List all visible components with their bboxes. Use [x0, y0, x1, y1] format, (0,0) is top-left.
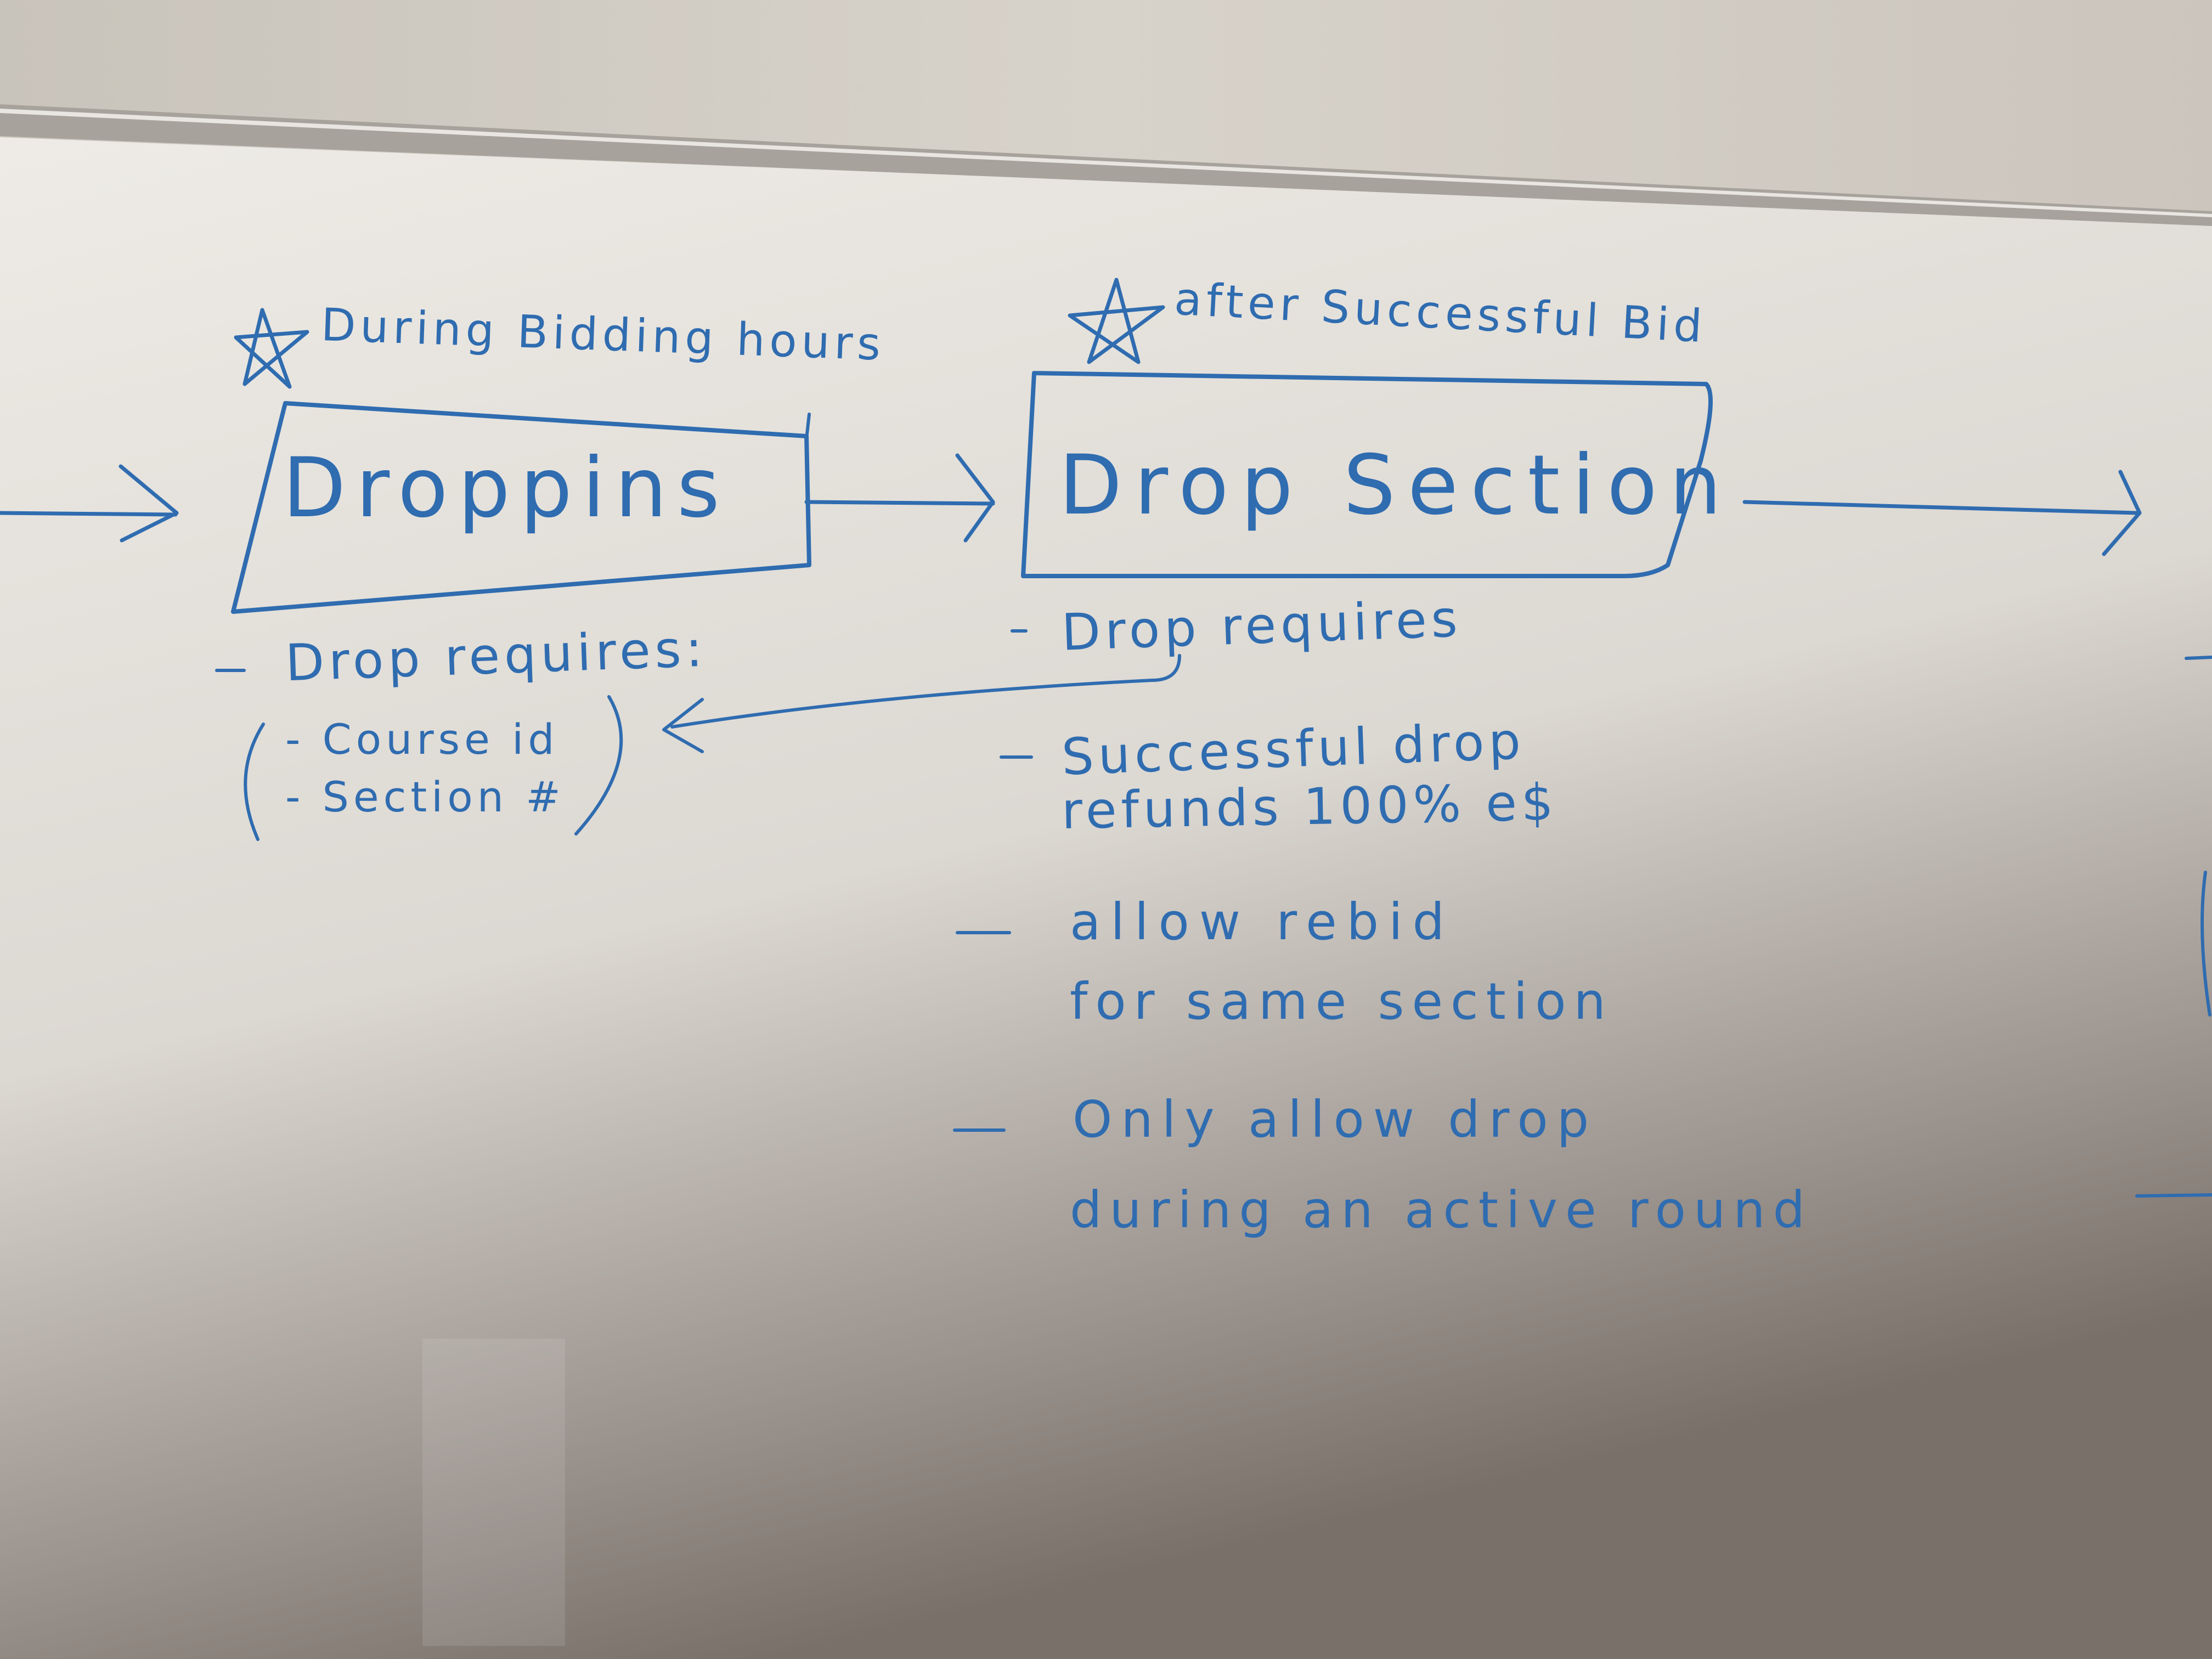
outgoing-arrow: [1742, 470, 2142, 556]
left-node-title: Droppins: [283, 441, 730, 536]
star-icon: [234, 308, 309, 389]
note-rebid-line2: for same section: [1070, 972, 1613, 1031]
requires-brace: [1150, 654, 1181, 682]
arrow-droppins-to-drop-section: [804, 453, 995, 543]
arrow-to-requirements: [670, 679, 1154, 729]
droppins-box: [231, 401, 811, 614]
note-active-round-line2: during an active round: [1070, 1181, 1813, 1239]
right-node-title: Drop Section: [1059, 438, 1734, 533]
note-successful-drop-line2: refunds 100% e$: [1061, 773, 1559, 840]
star-icon: [1068, 278, 1165, 364]
requirement-course-id: - Course id: [285, 715, 559, 764]
note-successful-drop-line1: Successful drop: [1060, 712, 1526, 787]
droppins-box-tick: [805, 413, 811, 441]
whiteboard-surface: [0, 137, 2212, 1659]
left-node-notes-heading: Drop requires:: [284, 619, 708, 693]
requirement-section-number: - Section #: [285, 772, 565, 821]
whiteboard-frame-highlight: [0, 109, 2212, 217]
drop-section-box: [1021, 371, 1713, 578]
ink-strokes: [0, 278, 2212, 1198]
edge-mark: [2135, 1193, 2212, 1198]
right-paren: [574, 695, 623, 836]
note-active-round-line1: Only allow drop: [1073, 1090, 1598, 1149]
left-paren: [244, 723, 265, 841]
edge-mark: [2185, 656, 2212, 660]
incoming-arrow: [0, 464, 179, 543]
glare: [422, 1339, 565, 1646]
right-node-notes-heading: Drop requires: [1060, 589, 1463, 662]
edge-mark: [2200, 871, 2211, 1017]
note-rebid-line1: allow rebid: [1070, 893, 1455, 951]
arrowhead: [662, 698, 704, 753]
